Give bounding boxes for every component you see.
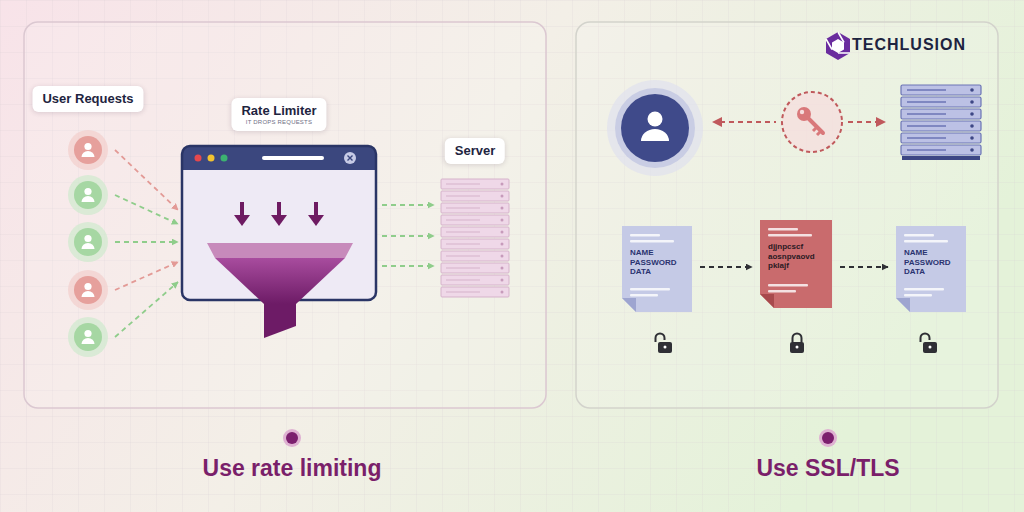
text-line-mark bbox=[630, 288, 670, 291]
text-line-mark bbox=[630, 234, 660, 237]
text-line-mark bbox=[904, 234, 934, 237]
text-line-mark bbox=[768, 290, 796, 293]
document-fold bbox=[896, 298, 910, 312]
lock-icons bbox=[656, 334, 938, 354]
user-group: User Requests bbox=[63, 86, 113, 356]
node-title: Rate Limiter bbox=[241, 103, 316, 119]
text-line-mark bbox=[904, 294, 932, 297]
dashed-connector bbox=[115, 282, 178, 337]
dashed-connector bbox=[382, 204, 434, 206]
user-icons bbox=[68, 130, 108, 357]
dashed-connector bbox=[115, 195, 178, 224]
document-fold bbox=[622, 298, 636, 312]
dashed-connector bbox=[382, 235, 434, 237]
client-icon bbox=[607, 80, 703, 176]
text-line-mark bbox=[904, 288, 944, 291]
dashed-connector bbox=[115, 262, 178, 290]
dashed-connector bbox=[115, 241, 178, 243]
label-pill: Server bbox=[445, 138, 505, 164]
document-fold bbox=[760, 294, 774, 308]
node-title: NAME PASSWORD DATA bbox=[904, 248, 958, 277]
section-title: Use SSL/TLS bbox=[756, 455, 899, 482]
plain-document: NAME PASSWORD DATA bbox=[622, 226, 692, 312]
plain-document: NAME PASSWORD DATA bbox=[896, 226, 966, 312]
text-line-mark bbox=[630, 240, 674, 243]
panel bbox=[24, 22, 546, 408]
document-sheet bbox=[896, 226, 966, 312]
timeline bbox=[140, 429, 884, 447]
text-line-mark bbox=[768, 284, 808, 287]
document-text: NAME PASSWORD DATA bbox=[630, 248, 684, 277]
dashed-connector bbox=[700, 266, 752, 268]
text-line-mark bbox=[630, 294, 658, 297]
node-title: NAME PASSWORD DATA bbox=[630, 248, 684, 277]
document-sheet bbox=[622, 226, 692, 312]
encrypted-document: djjnpcscf aosnpvaovd pklajf bbox=[760, 220, 832, 308]
dashed-connector bbox=[382, 265, 434, 267]
label-pill: User Requests bbox=[32, 86, 143, 112]
key-exchange bbox=[712, 92, 886, 152]
section-title: Use rate limiting bbox=[203, 455, 382, 482]
funnel bbox=[207, 243, 353, 338]
document-sheet bbox=[760, 220, 832, 308]
logo-icon bbox=[826, 32, 850, 60]
dashed-connector bbox=[840, 266, 888, 268]
label-pill: Rate LimiterIT DROPS REQUESTS bbox=[231, 98, 326, 131]
brand-name: TECHLUSION bbox=[852, 36, 966, 54]
rate-limiter: Rate LimiterIT DROPS REQUESTS bbox=[182, 98, 376, 300]
server-rack bbox=[440, 178, 510, 298]
down-arrows bbox=[234, 202, 324, 226]
text-line-mark bbox=[904, 240, 948, 243]
dashed-connector bbox=[115, 150, 178, 210]
text-line-mark bbox=[768, 234, 812, 237]
node-subtitle: IT DROPS REQUESTS bbox=[241, 119, 316, 126]
text-line-mark bbox=[768, 228, 798, 231]
node-title: User Requests bbox=[42, 91, 133, 107]
server-rack bbox=[900, 84, 982, 160]
node-title: djjnpcscf aosnpvaovd pklajf bbox=[768, 242, 824, 271]
server: Server bbox=[440, 138, 510, 298]
node-title: Server bbox=[455, 143, 495, 159]
document-text: djjnpcscf aosnpvaovd pklajf bbox=[768, 242, 824, 271]
document-text: NAME PASSWORD DATA bbox=[904, 248, 958, 277]
panel bbox=[576, 22, 998, 408]
